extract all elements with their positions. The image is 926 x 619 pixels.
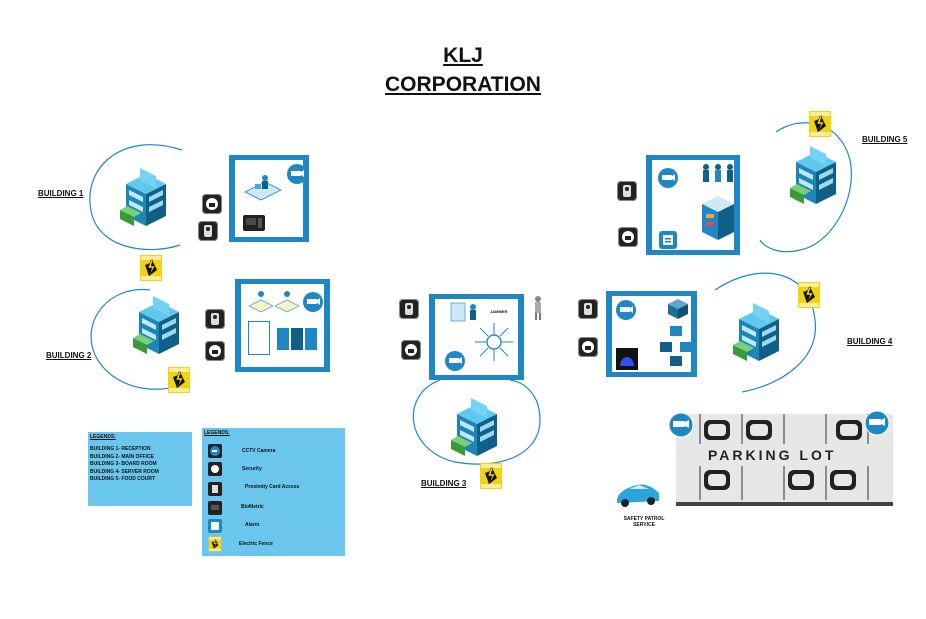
people-group-icon: [703, 164, 733, 182]
proximity-card-icon: [617, 181, 637, 201]
legend-buildings-title: LEGENDS:: [90, 434, 116, 440]
proximity-card-icon: [399, 299, 419, 319]
legend-devices: LEGENDS: CCTV Camera Security Proximity …: [202, 428, 345, 556]
legend-building-item: BUILDING 1- RECEPTION: [90, 446, 151, 452]
security-guard-icon: [535, 296, 541, 320]
biometric-icon: [208, 501, 222, 515]
proximity-card-icon: [578, 299, 598, 319]
legend-building-item: BUILDING 3- BOARD ROOM: [90, 461, 157, 467]
presentation-screen-icon: [450, 302, 476, 322]
door-icon: [248, 321, 270, 355]
parking-lot-label: PARKING LOT: [708, 447, 837, 463]
security-icon: [578, 337, 598, 357]
legend-device-label: Alarm: [245, 522, 260, 528]
alarm-panel-icon: [659, 231, 677, 249]
electric-fence-icon: [139, 254, 163, 282]
office-workstations-icon: [248, 291, 300, 313]
legend-device-label: CCTV Camera: [242, 448, 276, 454]
patrol-label-line2: SERVICE: [633, 522, 655, 528]
electric-fence-icon: [808, 110, 832, 138]
reception-desk-icon: [244, 175, 282, 201]
cctv-icon: [668, 412, 694, 438]
security-icon: [401, 340, 421, 360]
network-servers-icon: [660, 326, 692, 366]
electric-fence-icon: [479, 462, 503, 490]
patrol-label-line1: SAFETY PATROL: [623, 516, 665, 522]
patrol-car-icon: [617, 484, 659, 507]
electric-fence-icon: [208, 536, 222, 552]
biometric-device-icon: [243, 215, 265, 231]
food-shelves-icon: [702, 196, 734, 240]
legend-buildings: LEGENDS: BUILDING 1- RECEPTION BUILDING …: [88, 432, 192, 506]
building-1-icon: [120, 168, 166, 226]
room-food-court: [646, 155, 740, 255]
cctv-icon: [864, 410, 890, 436]
patrol-label: SAFETY PATROL SERVICE: [612, 516, 676, 528]
security-icon: [205, 341, 225, 361]
building-3-label: BUILDING 3: [421, 479, 467, 488]
legend-buildings-list: BUILDING 1- RECEPTION BUILDING 2- MAIN O…: [90, 446, 159, 484]
proximity-card-icon: [198, 221, 218, 241]
room-reception: [229, 155, 309, 242]
cctv-icon: [658, 168, 678, 188]
cctv-icon: [303, 292, 323, 312]
security-icon: [208, 462, 222, 476]
server-unit-icon: [668, 299, 688, 319]
building-5-label: BUILDING 5: [862, 135, 908, 144]
building-3-icon: [451, 398, 497, 456]
legend-device-label: BioMetric: [241, 504, 264, 510]
building-2-label: BUILDING 2: [46, 351, 92, 360]
legend-building-item: BUILDING 5- FOOD COURT: [90, 476, 155, 482]
building-4-label: BUILDING 4: [847, 337, 893, 346]
cctv-icon: [287, 164, 307, 184]
cctv-icon: [208, 444, 222, 458]
parking-lot: PARKING LOT: [676, 414, 893, 506]
building-1-label: BUILDING 1: [38, 189, 84, 198]
room-board-room: JAMMER: [429, 294, 524, 380]
room-main-office: [235, 279, 330, 372]
room-server-room: [606, 291, 697, 377]
building-2-icon: [133, 296, 179, 354]
security-icon: [618, 227, 638, 247]
legend-devices-title: LEGENDS:: [204, 430, 230, 436]
proximity-card-icon: [208, 482, 222, 496]
electric-fence-icon: [167, 366, 191, 394]
legend-building-item: BUILDING 2- MAIN OFFICE: [90, 453, 154, 460]
alarm-light-icon: [616, 348, 638, 370]
legend-building-item: BUILDING 4- SERVER ROOM: [90, 468, 159, 475]
server-racks-icon: [277, 328, 317, 350]
security-icon: [202, 194, 222, 214]
jammer-signal-icon: [475, 323, 513, 361]
electric-fence-icon: [797, 281, 821, 309]
building-5-icon: [790, 146, 836, 204]
cctv-icon: [616, 300, 636, 320]
proximity-card-icon: [205, 309, 225, 329]
legend-device-label: Electric Fence: [239, 541, 273, 547]
legend-device-label: Security: [242, 466, 262, 472]
title-corporation: CORPORATION: [385, 73, 541, 96]
building-4-icon: [733, 303, 779, 361]
cctv-icon: [445, 351, 465, 371]
alarm-icon: [208, 519, 222, 533]
legend-device-label: Proximity Card Access: [245, 484, 300, 490]
jammer-label: JAMMER: [490, 309, 508, 314]
title-klj: KLJ: [443, 44, 483, 67]
